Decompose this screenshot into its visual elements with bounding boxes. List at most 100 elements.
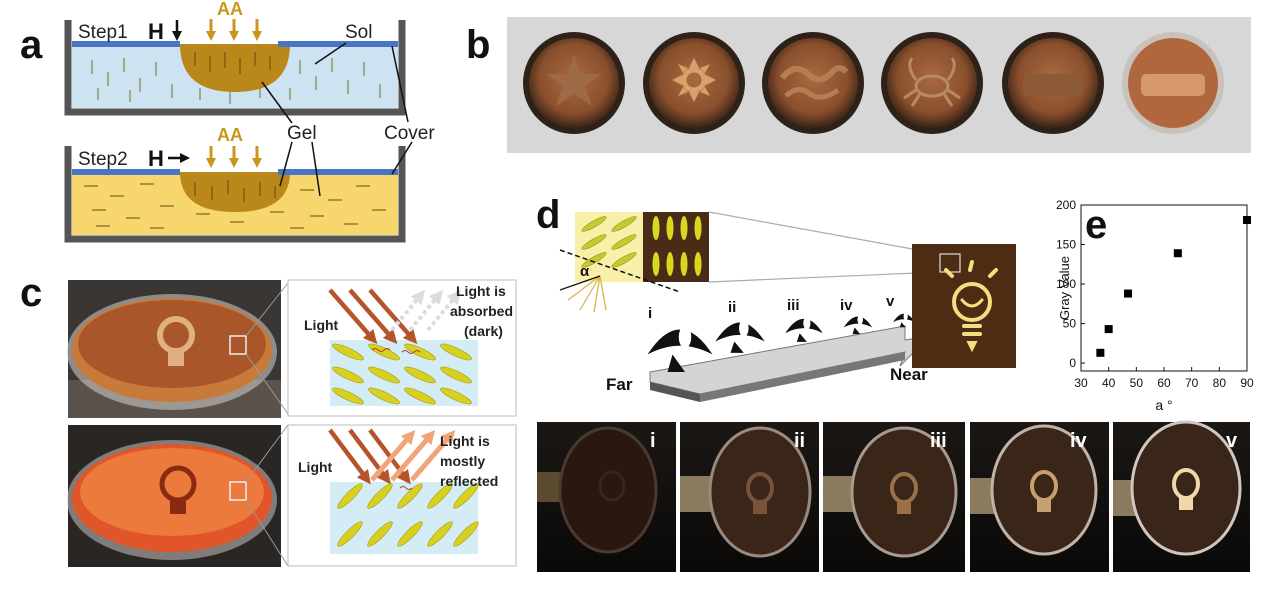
- dish-wave: [762, 32, 864, 134]
- panel-c-label: c: [20, 271, 42, 315]
- eye-i-icon: [647, 325, 713, 372]
- zoom-box-top: [229, 335, 247, 355]
- alpha-label: α: [580, 263, 590, 280]
- eye-label-ii: ii: [728, 299, 736, 316]
- y-tick-label: 200: [1056, 198, 1076, 212]
- cover-1a: [72, 41, 180, 47]
- x-tick-label: 40: [1102, 376, 1116, 390]
- aa-label-1: AA: [217, 0, 243, 19]
- panel-c: c: [20, 271, 517, 567]
- y-tick-label: 100: [1056, 277, 1076, 291]
- panel-a-label: a: [20, 23, 43, 67]
- data-point: [1104, 325, 1113, 334]
- absorbed-light-icon: [390, 289, 462, 332]
- photo-iii: iii: [823, 422, 965, 572]
- x-tick-label: 30: [1074, 376, 1088, 390]
- aa-arrows-1-icon: [206, 19, 262, 41]
- cover-leaders: [391, 45, 413, 175]
- bulb-photo-i-icon: [598, 470, 626, 502]
- panel-b-label: b: [466, 23, 490, 67]
- y-tick-label: 150: [1056, 238, 1076, 252]
- aa-arrows-2-icon: [206, 146, 262, 168]
- step2-container: Step2 H AA: [64, 125, 406, 243]
- gel-leaders: [261, 81, 321, 197]
- y-tick-label: 0: [1069, 356, 1076, 370]
- y-axis-label: Gray Value: [1057, 256, 1072, 320]
- reflected-note-line3: reflected: [440, 473, 498, 489]
- data-point: [1173, 249, 1182, 258]
- eye-label-iii: iii: [787, 297, 800, 314]
- eye-label-iv: iv: [840, 297, 853, 314]
- photo-label-v: v: [1226, 430, 1238, 452]
- step2-label: Step2: [78, 149, 128, 170]
- cover-2b: [278, 169, 398, 175]
- step1-label: Step1: [78, 22, 128, 43]
- photo-label-i: i: [650, 430, 656, 452]
- tilted-rods-top: [332, 343, 472, 405]
- crab-pattern-icon: [914, 74, 950, 98]
- eye-v-icon: [893, 312, 915, 328]
- step1-container: Step1 H AA Sol: [64, 0, 406, 116]
- walkway: [649, 325, 932, 395]
- cover-2a: [72, 169, 180, 175]
- gel-molecules-2: [84, 183, 386, 229]
- sol-molecules-1: [91, 58, 381, 104]
- chart-points: [1096, 216, 1251, 357]
- eye-iv-icon: [843, 314, 873, 335]
- npu-pattern-icon: [1141, 74, 1205, 96]
- dish-crab: [881, 32, 983, 134]
- tilted-rods-bottom: [337, 483, 479, 547]
- eye-label-v: v: [886, 293, 895, 310]
- data-point: [1243, 216, 1251, 225]
- panel-d-label: d: [536, 193, 560, 237]
- inset-zoom-lines: [708, 211, 941, 283]
- photo-strip: i ii iii: [537, 420, 1250, 572]
- photo-c-top: [67, 280, 281, 418]
- eye-markers: [647, 312, 915, 372]
- panel-a: a Step1: [20, 0, 435, 243]
- far-label: Far: [606, 375, 633, 394]
- zoom-lines-top: [245, 282, 289, 415]
- container-wall-1: [64, 20, 406, 116]
- reflected-note-line2: mostly: [440, 453, 485, 469]
- schematic-reflected: Light Light is mostly reflected: [287, 424, 517, 567]
- field-h-2: H: [148, 146, 164, 171]
- sol-label: Sol: [345, 22, 372, 43]
- photo-v: v: [1113, 420, 1250, 572]
- zoom-lines-bottom: [245, 424, 289, 567]
- y-tick-label: 50: [1063, 317, 1077, 331]
- light-label-bottom: Light: [298, 459, 333, 475]
- data-point: [1124, 289, 1133, 298]
- x-tick-label: 60: [1157, 376, 1171, 390]
- container-wall-2: [64, 146, 406, 243]
- reflected-light-icon: [370, 429, 456, 482]
- photo-label-iv: iv: [1070, 430, 1088, 452]
- ubc-pattern-icon: [1023, 74, 1083, 96]
- x-tick-label: 50: [1130, 376, 1144, 390]
- panel-d: d α: [536, 193, 1250, 572]
- aa-label-2: AA: [217, 125, 243, 145]
- gel-label: Gel: [287, 123, 317, 144]
- lightbulb-icon: [944, 260, 998, 353]
- panel-e-label: e: [1085, 203, 1107, 247]
- bulb-pattern-top-icon: [157, 316, 195, 354]
- photo-c-bottom: [67, 425, 281, 567]
- incident-light-top-icon: [328, 288, 418, 345]
- x-tick-label: 90: [1240, 376, 1254, 390]
- dish-npu: [1122, 32, 1224, 134]
- photo-i: i: [537, 422, 676, 572]
- wave-pattern-icon: [779, 65, 849, 83]
- photo-label-iii: iii: [930, 430, 947, 452]
- dish-sun: [643, 32, 745, 134]
- eye-ii-icon: [715, 319, 765, 353]
- rod-inset: α: [559, 212, 709, 313]
- eye-label-i: i: [648, 305, 652, 322]
- eye-iii-icon: [785, 316, 823, 342]
- x-tick-label: 70: [1185, 376, 1199, 390]
- cover-1b: [278, 41, 398, 47]
- sun-pattern-icon: [681, 67, 707, 93]
- light-label-top: Light: [304, 317, 339, 333]
- absorbed-note-line1: Light is: [456, 283, 506, 299]
- gel-region-2: [180, 172, 290, 212]
